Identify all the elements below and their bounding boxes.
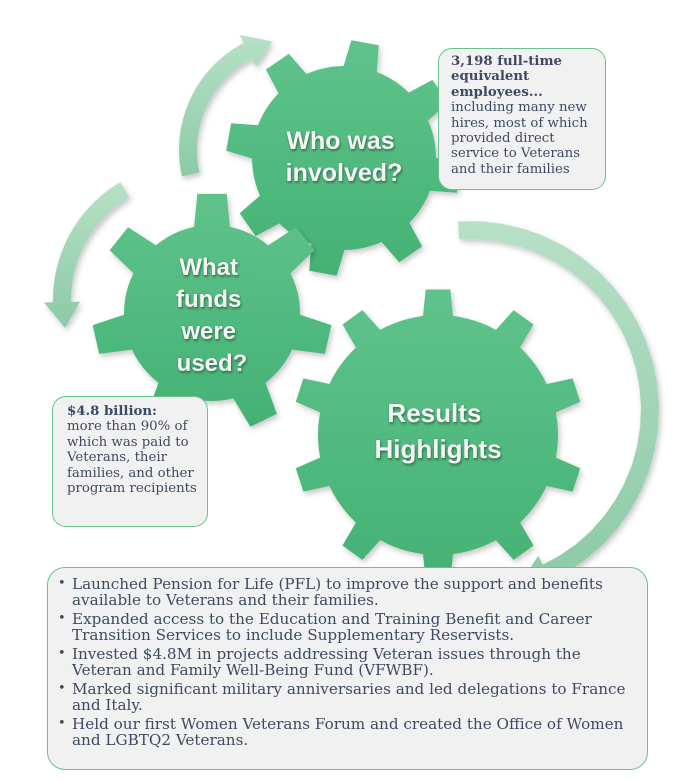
results-highlights-box: Launched Pension for Life (PFL) to impro…	[47, 567, 648, 770]
label-line: Highlights	[374, 434, 501, 464]
list-item: Held our first Women Veterans Forum and …	[58, 716, 637, 749]
gear-results-icon	[295, 289, 581, 581]
label-line: Results	[387, 398, 481, 428]
label-line: involved?	[286, 159, 403, 187]
gear-funds-icon	[92, 193, 332, 427]
gear-who-icon	[226, 40, 462, 276]
funds-detail-text: more than 90% of which was paid to Veter…	[67, 419, 197, 497]
label-line: were	[180, 318, 236, 345]
list-item: Launched Pension for Life (PFL) to impro…	[58, 576, 637, 609]
curved-arrow-icon	[179, 34, 273, 177]
staff-detail-text: including many new hires, most of which …	[451, 100, 588, 177]
list-item: Marked significant military anniversarie…	[58, 681, 637, 714]
curved-arrow-icon	[44, 182, 130, 328]
gear-results-label: Results Highlights	[374, 398, 501, 464]
results-list: Launched Pension for Life (PFL) to impro…	[58, 576, 637, 749]
gear-funds-label: What funds were used?	[176, 254, 248, 377]
funds-info-box: $4.8 billion: more than 90% of which was…	[52, 396, 208, 527]
label-line: Who was	[286, 127, 394, 155]
staff-lead-text: 3,198 full-time equivalent employees...	[451, 54, 562, 100]
label-line: funds	[176, 286, 241, 313]
list-item: Expanded access to the Education and Tra…	[58, 611, 637, 644]
label-line: used?	[177, 350, 248, 377]
label-line: What	[179, 254, 238, 281]
gear-who-label: Who was involved?	[286, 127, 403, 187]
funds-lead-text: $4.8 billion:	[67, 404, 157, 419]
staff-info-box: 3,198 full-time equivalent employees... …	[438, 48, 606, 190]
list-item: Invested $4.8M in projects addressing Ve…	[58, 646, 637, 679]
